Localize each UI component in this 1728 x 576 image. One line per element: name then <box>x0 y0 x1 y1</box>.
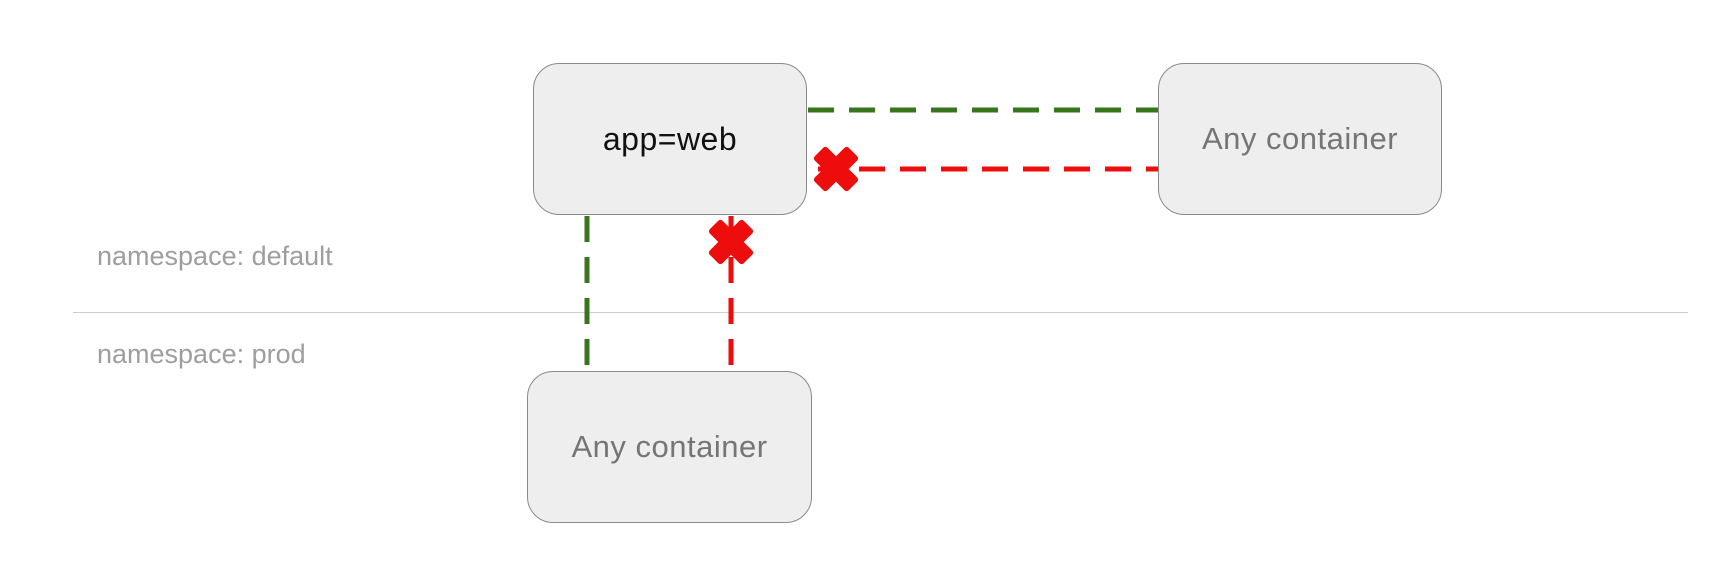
node-any-container-prod-label: Any container <box>571 429 768 464</box>
node-any-container-default: Any container <box>1158 63 1442 215</box>
node-app-web-label: app=web <box>602 120 738 157</box>
node-any-container-default-label: Any container <box>1201 121 1399 156</box>
blocked-x-icon-bar <box>813 146 859 192</box>
node-any-container-prod: Any container <box>527 371 812 523</box>
blocked-x-icon <box>813 146 859 192</box>
namespace-default-label: namespace: default <box>97 241 333 271</box>
namespace-prod-label: namespace: prod <box>97 339 306 369</box>
blocked-x-icon-bar <box>813 146 859 192</box>
blocked-x-icon-bar <box>708 219 754 265</box>
blocked-x-icon-bar <box>708 219 754 265</box>
blocked-x-icon <box>708 219 754 265</box>
namespace-divider-line <box>73 312 1688 313</box>
node-app-web: app=web <box>533 63 807 215</box>
